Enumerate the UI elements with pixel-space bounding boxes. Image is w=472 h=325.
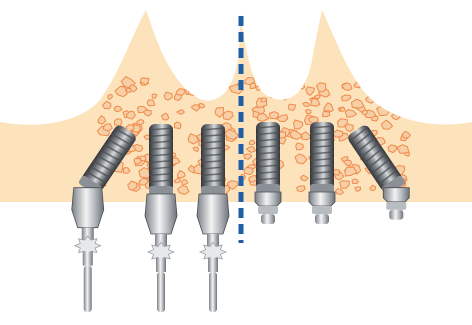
graft-particle bbox=[380, 80, 388, 86]
jaw-bone bbox=[0, 10, 472, 202]
graft-particle bbox=[261, 98, 267, 102]
implant-5 bbox=[309, 122, 335, 224]
graft-particle bbox=[140, 156, 146, 161]
graft-particle bbox=[267, 76, 278, 85]
graft-particle bbox=[277, 79, 283, 84]
graft-particle bbox=[188, 88, 197, 96]
graft-particle bbox=[212, 92, 221, 98]
graft-particle bbox=[385, 89, 397, 99]
graft-particle bbox=[214, 81, 223, 91]
implant-body bbox=[149, 124, 173, 196]
graft-particle bbox=[249, 140, 255, 144]
graft-particle bbox=[152, 94, 157, 99]
implant-3 bbox=[197, 124, 229, 312]
graft-particle bbox=[269, 112, 278, 119]
abutment bbox=[309, 192, 335, 224]
graft-particle bbox=[204, 80, 211, 86]
graft-particle bbox=[183, 76, 192, 83]
graft-particle bbox=[323, 111, 330, 116]
abutment bbox=[383, 188, 409, 220]
graft-particle bbox=[404, 108, 414, 116]
graft-particle bbox=[199, 86, 211, 97]
implant-body bbox=[310, 122, 334, 194]
graft-particle bbox=[269, 93, 275, 98]
graft-particle bbox=[175, 122, 182, 129]
graft-particle bbox=[381, 91, 389, 98]
graft-particle bbox=[114, 119, 122, 126]
implant-2 bbox=[145, 124, 177, 312]
abutment bbox=[255, 192, 281, 224]
graft-particle bbox=[281, 92, 289, 100]
graft-particle bbox=[244, 167, 253, 174]
graft-particle bbox=[389, 96, 395, 101]
implant-body bbox=[201, 124, 225, 196]
abutment bbox=[197, 194, 229, 312]
graft-particle bbox=[297, 81, 305, 85]
abutment bbox=[72, 188, 104, 312]
graft-particle bbox=[300, 85, 305, 89]
graft-particle bbox=[256, 86, 261, 90]
graft-particle bbox=[296, 143, 304, 150]
graft-particle bbox=[393, 81, 405, 88]
abutment bbox=[145, 194, 177, 312]
graft-particle bbox=[303, 102, 310, 106]
graft-particle bbox=[137, 120, 144, 125]
graft-particle bbox=[288, 104, 295, 110]
graft-particle bbox=[406, 96, 411, 101]
implant-body bbox=[256, 122, 280, 194]
implant-4 bbox=[255, 122, 281, 224]
graft-particle bbox=[289, 88, 297, 93]
graft-particle bbox=[333, 169, 339, 175]
graft-particle bbox=[216, 86, 223, 90]
graft-particle bbox=[306, 110, 312, 114]
graft-particle bbox=[147, 100, 155, 106]
graft-particle bbox=[355, 187, 361, 191]
